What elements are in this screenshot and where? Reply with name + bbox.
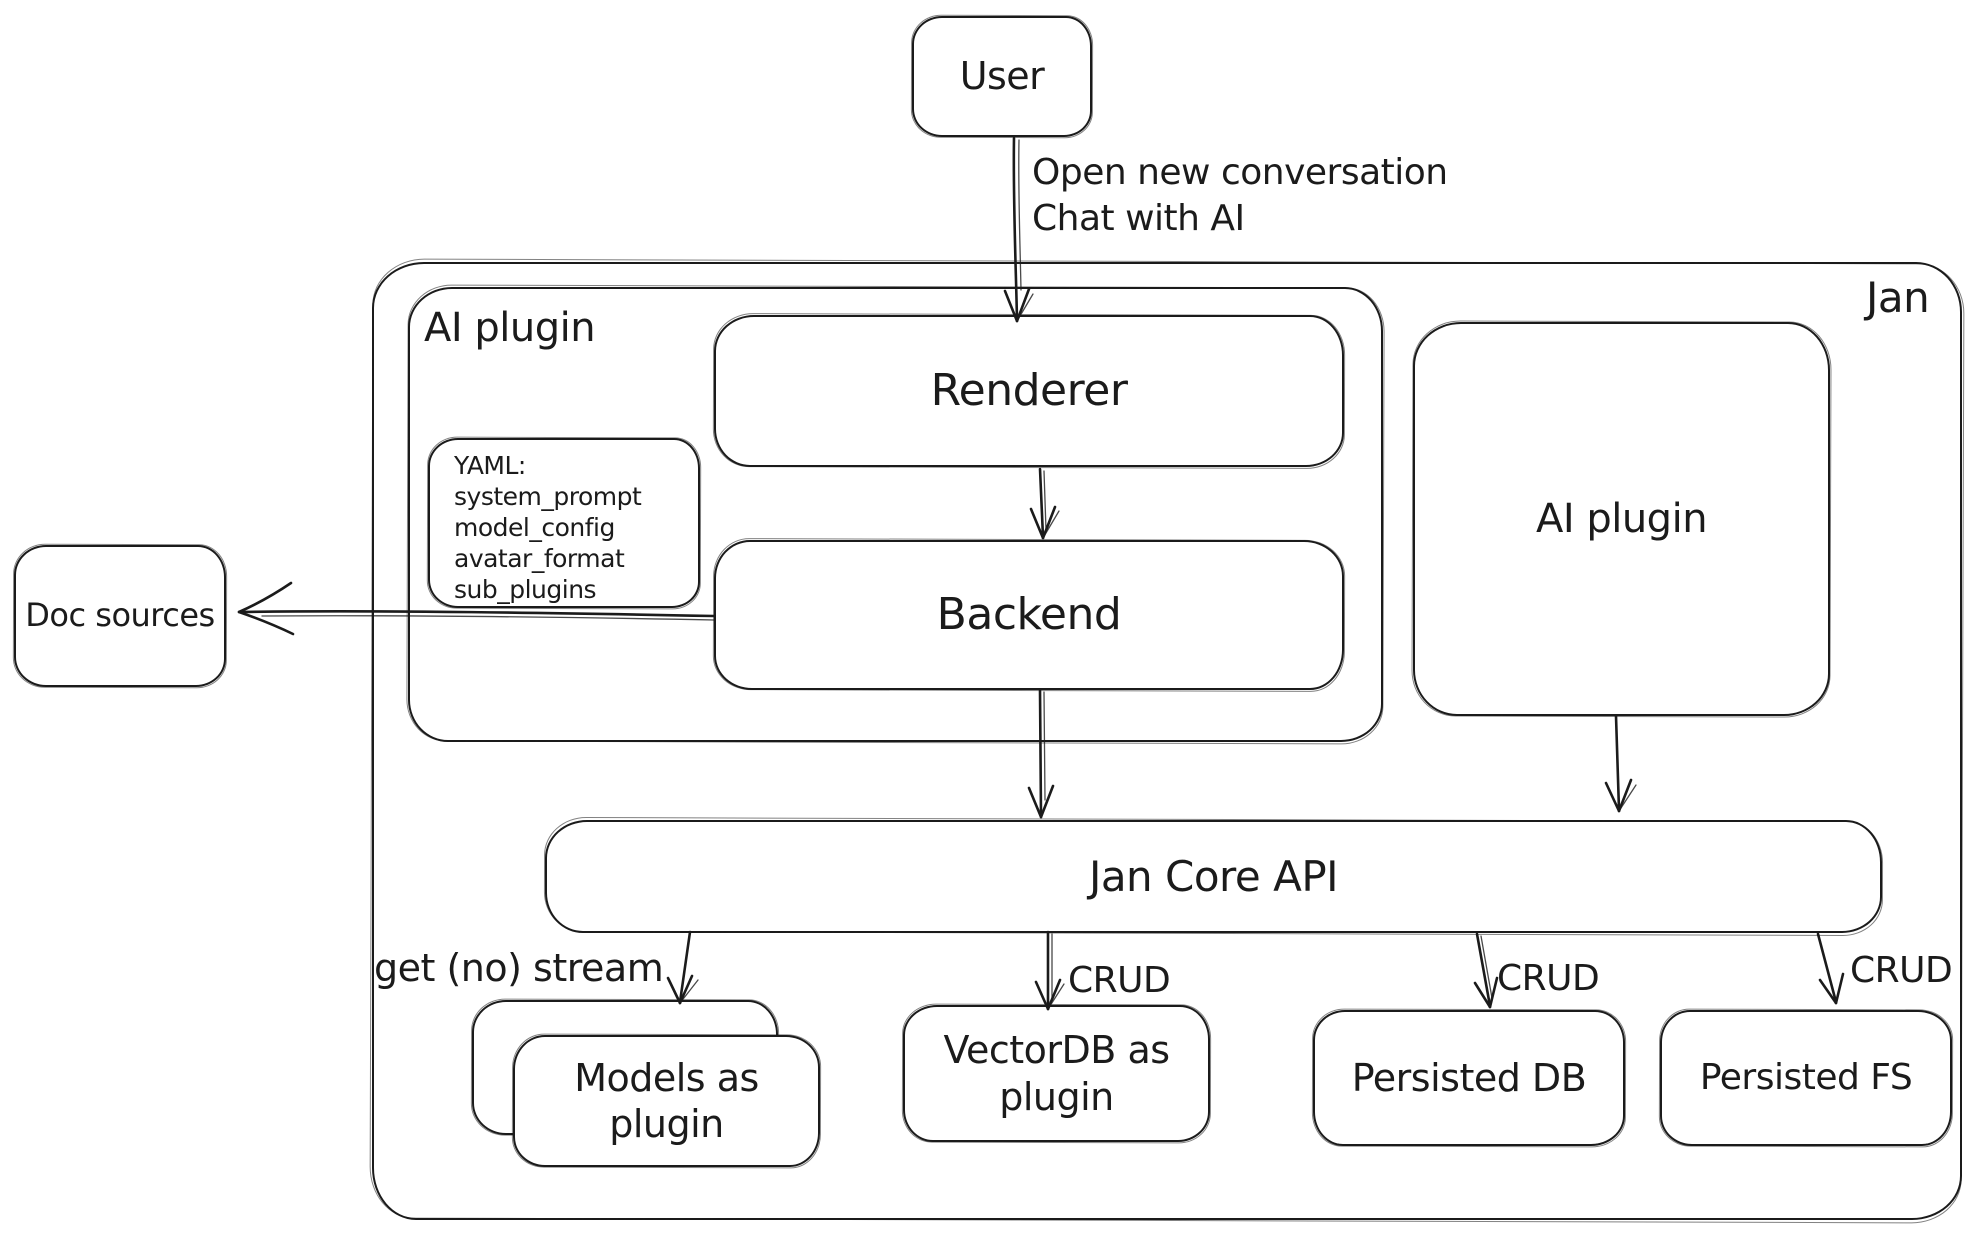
yaml-line: model_config [454,513,615,542]
ai-plugin-right-label: AI plugin [1535,495,1708,542]
ai-plugin-left-container [408,287,1383,742]
vectordb-label: VectorDB as plugin [943,1028,1170,1119]
arrow-renderer-to-backend [1029,467,1060,540]
yaml-note-box: YAML: system_prompt model_config avatar_… [428,438,700,608]
persisted-db-label: Persisted DB [1351,1055,1587,1100]
ai-plugin-right-box: AI plugin [1413,322,1830,716]
yaml-line: sub_plugins [454,575,597,604]
jan-container [372,262,1962,1220]
persisted-fs-label: Persisted FS [1699,1057,1913,1099]
yaml-line: system_prompt [454,482,642,511]
yaml-line: avatar_format [454,544,625,573]
user-label: User [959,54,1045,99]
arrow-user-to-renderer [1003,136,1034,323]
backend-box: Backend [714,540,1344,690]
arrow-api-to-models [666,930,699,1005]
renderer-box: Renderer [714,315,1344,467]
jan-core-api-box: Jan Core API [545,820,1882,933]
user-flow-label: Open new conversation Chat with AI [1032,150,1448,242]
crud-label-db: CRUD [1497,958,1600,999]
doc-sources-label: Doc sources [25,596,215,635]
crud-label-vectordb: CRUD [1068,960,1171,1001]
persisted-db-box: Persisted DB [1313,1010,1625,1146]
vectordb-box: VectorDB as plugin [903,1005,1210,1142]
get-no-stream-label: get (no) stream [374,946,664,990]
arrow-api-to-vectordb [1034,930,1065,1011]
user-box: User [912,16,1092,137]
renderer-label: Renderer [930,365,1128,417]
persisted-fs-box: Persisted FS [1660,1010,1952,1146]
crud-label-fs: CRUD [1850,950,1953,991]
backend-label: Backend [936,589,1122,641]
user-flow-label-line2: Chat with AI [1032,198,1245,239]
doc-sources-box: Doc sources [14,545,226,687]
arrow-ai-plugin-right-to-jan-core-api [1604,714,1637,813]
arrow-backend-to-jan-core-api [1027,688,1055,819]
models-plugin-label: Models as plugin [574,1055,759,1146]
yaml-line: YAML: [454,451,526,480]
jan-core-api-label: Jan Core API [1088,851,1339,901]
ai-plugin-left-label: AI plugin [424,305,596,351]
arrow-api-to-persisted-fs [1816,932,1845,1005]
arrow-backend-to-doc-sources [237,581,716,636]
arrow-api-to-persisted-db [1473,932,1499,1009]
user-flow-label-line1: Open new conversation [1032,152,1448,193]
jan-label: Jan [1866,273,1930,322]
models-front-box: Models as plugin [513,1035,820,1167]
